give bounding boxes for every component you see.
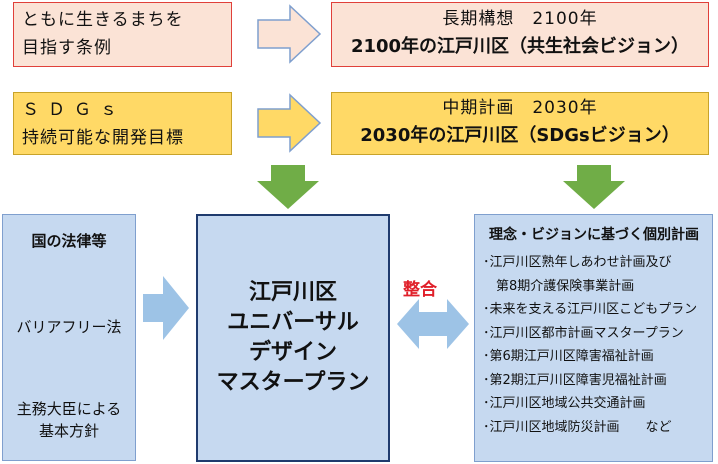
national-laws-box: 国の法律等 バリアフリー法 主務大臣による 基本方針	[2, 214, 136, 461]
midterm-plan-box: 中期計画 2030年 2030年の江戸川区（SDGsビジョン）	[331, 92, 709, 155]
longterm-title: 2100年の江戸川区（共生社会ビジョン）	[350, 36, 690, 57]
longterm-heading: 長期構想 2100年	[442, 9, 598, 29]
list-item: ･江戸川区熟年しあわせ計画及び	[483, 255, 672, 270]
list-item: ･第2期江戸川区障害児福祉計画	[483, 372, 667, 388]
individual-plans-box: 理念・ビジョンに基づく個別計画 ･江戸川区熟年しあわせ計画及び 第8期介護保険事…	[474, 214, 713, 462]
master-plan-box: 江戸川区 ユニバーサル デザイン マスタープラン	[196, 214, 390, 462]
master-plan-line3: デザイン	[248, 340, 337, 365]
ordinance-line2: 目指す条例	[22, 38, 112, 58]
list-item: ･未来を支える江戸川区こどもプラン	[483, 302, 698, 317]
sdgs-title: ＳＤＧｓ	[22, 100, 126, 120]
master-plan-line1: 江戸川区	[248, 280, 337, 305]
ordinance-line1: ともに生きるまちを	[22, 10, 184, 30]
double-arrow-icon	[397, 299, 469, 349]
longterm-vision-box: 長期構想 2100年 2100年の江戸川区（共生社会ビジョン）	[331, 2, 709, 67]
laws-title: 国の法律等	[31, 232, 107, 250]
list-item: ･江戸川区都市計画マスタープラン	[483, 325, 684, 341]
right-arrow-icon	[143, 276, 189, 340]
down-arrow-icon	[257, 165, 319, 209]
master-plan-line2: ユニバーサル	[227, 310, 359, 335]
list-item: 第8期介護保険事業計画	[483, 278, 635, 294]
basic-policy-line2: 基本方針	[38, 422, 99, 440]
consistency-label: 整合	[403, 280, 437, 300]
basic-policy: 主務大臣による 基本方針	[3, 398, 135, 442]
barrier-free-law: バリアフリー法	[16, 318, 122, 336]
midterm-title: 2030年の江戸川区（SDGsビジョン）	[360, 125, 680, 146]
sdgs-box: ＳＤＧｓ 持続可能な開発目標	[13, 92, 232, 155]
list-item: ･第6期江戸川区障害福祉計画	[483, 349, 654, 364]
list-item: ･江戸川区地域防災計画 など	[483, 419, 672, 435]
right-arrow-icon	[257, 93, 322, 153]
ordinance-box: ともに生きるまちを 目指す条例	[13, 2, 232, 67]
right-arrow-icon	[257, 4, 322, 64]
sdgs-subtitle: 持続可能な開発目標	[22, 128, 184, 148]
master-plan-line4: マスタープラン	[216, 370, 370, 395]
midterm-heading: 中期計画 2030年	[442, 98, 598, 118]
individual-plans-title: 理念・ビジョンに基づく個別計画	[489, 227, 699, 243]
basic-policy-line1: 主務大臣による	[16, 400, 122, 418]
list-item: ･江戸川区地域公共交通計画	[483, 396, 646, 411]
down-arrow-icon	[563, 165, 625, 209]
